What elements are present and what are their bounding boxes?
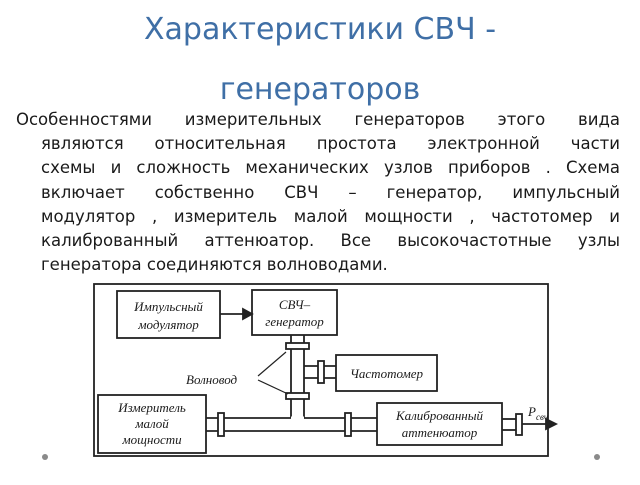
output-arrow-icon	[545, 417, 559, 431]
slide-decor-dot	[594, 454, 600, 460]
attenuator-label-1: Калиброванный	[395, 408, 484, 423]
body-line: схемы и сложность механических узлов при…	[41, 158, 620, 178]
slide-title-line-1: Характеристики СВЧ -	[143, 12, 497, 47]
slide-decor-dot	[42, 454, 48, 460]
body-paragraph: Особенностями измерительных генераторов …	[16, 108, 620, 277]
slide-title: Характеристики СВЧ - генераторов	[20, 0, 620, 120]
modulator-box	[116, 290, 221, 339]
generator-label-1: СВЧ–	[279, 297, 311, 312]
generator-label-2: генератор	[265, 314, 324, 329]
body-line: включает собственно СВЧ – генератор, имп…	[41, 182, 620, 202]
power-meter-box	[97, 394, 207, 454]
body-line: являются относительная простота электрон…	[41, 134, 620, 154]
output-power-label: Pсвч	[527, 404, 548, 422]
body-line: генератора соединяются волноводами.	[41, 255, 388, 275]
waveguide-label: Волновод	[186, 372, 238, 387]
output-power-subscript: свч	[536, 412, 548, 422]
power-meter-label-3: мощности	[121, 432, 182, 447]
slide-title-line-2: генераторов	[219, 72, 421, 107]
body-line: модулятор , измеритель малой мощности , …	[41, 206, 620, 226]
waveguide-flange	[515, 413, 523, 436]
block-diagram-svg: Импульсный модулятор СВЧ– генератор Волн…	[93, 283, 559, 457]
output-power-symbol: P	[527, 404, 536, 419]
waveguide-flange	[217, 412, 225, 437]
waveguide-leader-2	[257, 379, 289, 395]
block-diagram: Импульсный модулятор СВЧ– генератор Волн…	[0, 280, 640, 480]
power-meter-label-1: Измеритель	[117, 400, 186, 415]
waveguide-flange	[285, 392, 310, 400]
modulator-label-2: модулятор	[137, 317, 199, 332]
attenuator-label-2: аттенюатор	[402, 425, 478, 440]
waveguide-flange	[317, 360, 325, 384]
generator-box	[251, 289, 338, 336]
arrow-head-icon	[242, 307, 254, 321]
freqmeter-label: Частотомер	[350, 366, 424, 381]
waveguide-leader-1	[257, 351, 287, 377]
diagram-frame	[93, 283, 549, 457]
body-line: Особенностями измерительных генераторов …	[16, 110, 620, 129]
body-line: калиброванный аттенюатор. Все высокочаст…	[41, 231, 620, 251]
attenuator-box	[376, 402, 503, 446]
waveguide-flange	[285, 342, 310, 350]
power-meter-label-2: малой	[134, 416, 169, 431]
waveguide-flange	[344, 412, 352, 437]
freqmeter-box	[335, 354, 438, 392]
modulator-label-1: Импульсный	[133, 299, 203, 314]
